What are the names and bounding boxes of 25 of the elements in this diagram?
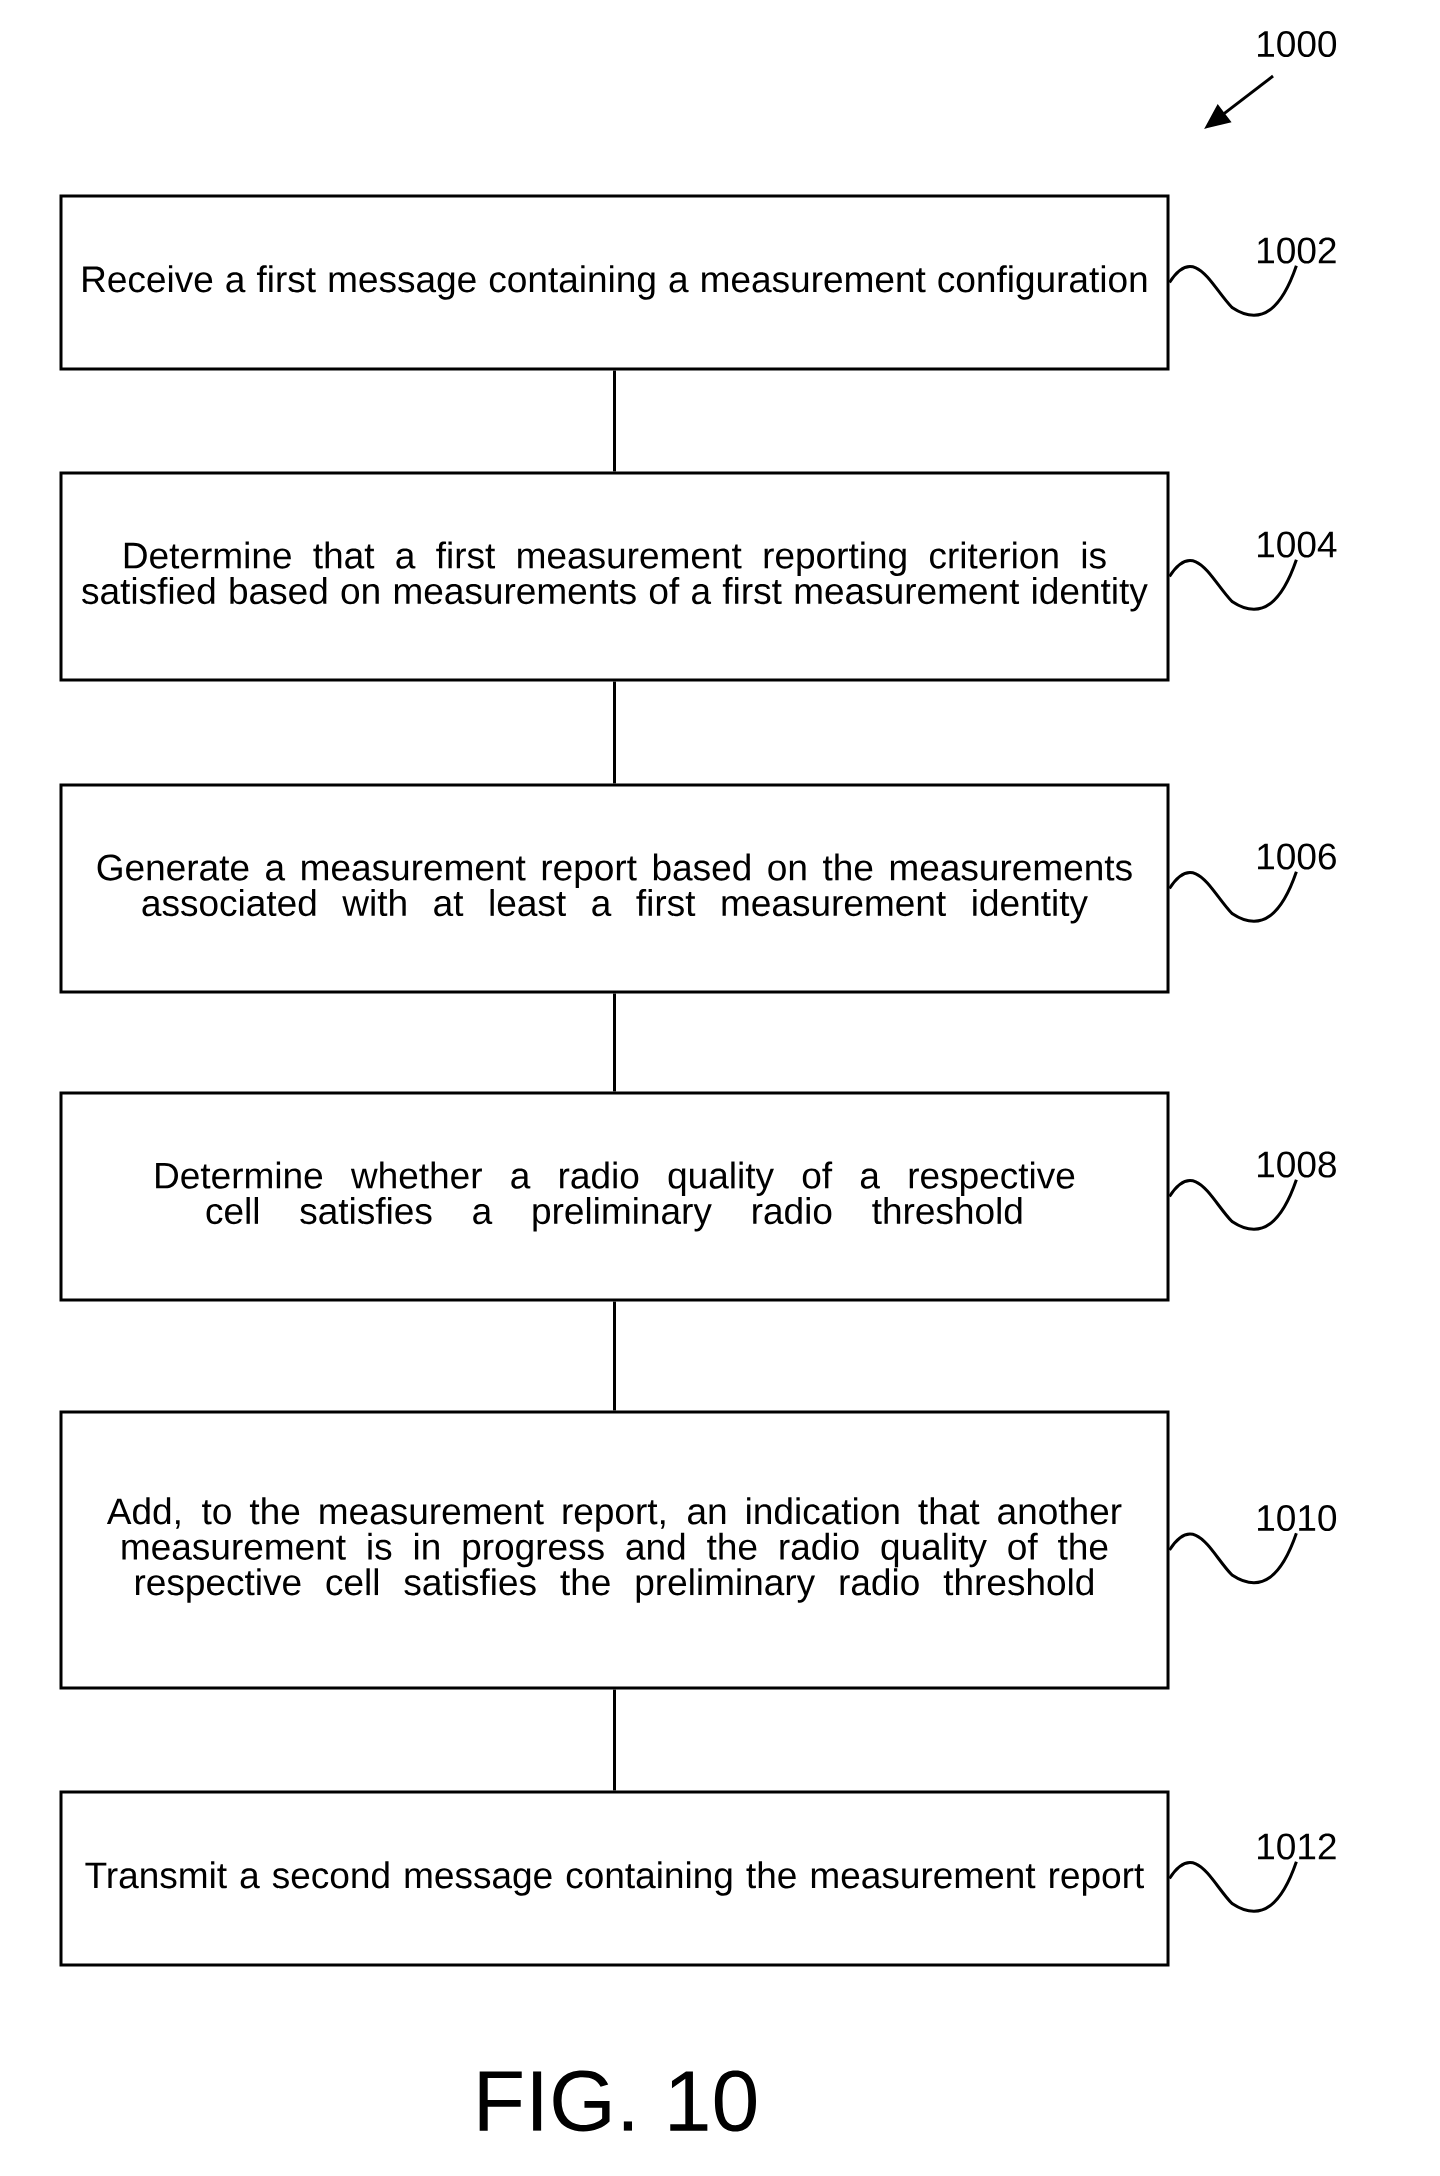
- connector-line: [613, 1689, 616, 1791]
- reference-number: 1012: [1258, 1833, 1336, 1860]
- process-box: Transmit a second message containing the measurement report: [59, 1790, 1170, 1967]
- connector-line: [613, 681, 616, 784]
- reference-number: 1010: [1258, 1504, 1337, 1532]
- process-box: Receive a first message containing a measurement configuration: [59, 194, 1170, 371]
- process-box: Generate a measurement report based on the measurements associated with at least a first measurement identity: [59, 783, 1170, 994]
- reference-number: 1004: [1258, 531, 1337, 558]
- leader-line: [1168, 265, 1298, 317]
- process-box: Add, to the measurement report, an indication that another measurement is in progress and the radio quality of the respective cell satisfies the preliminary radio threshold: [59, 1410, 1170, 1690]
- reference-number: 1006: [1258, 843, 1336, 870]
- leader-line: [1168, 1532, 1298, 1585]
- connector-line: [613, 993, 616, 1092]
- reference-number: 1002: [1258, 237, 1336, 264]
- connector-line: [613, 1301, 616, 1411]
- leader-line: [1168, 559, 1298, 611]
- connector-line: [613, 370, 616, 472]
- reference-number: 1008: [1258, 1151, 1336, 1178]
- leader-line: [1168, 871, 1298, 923]
- leader-line: [1168, 1861, 1298, 1913]
- process-box: Determine whether a radio quality of a respective cell satisfies a preliminary radio threshold: [59, 1091, 1170, 1302]
- leader-line: [1168, 1179, 1298, 1231]
- figure-caption: FIG. 10: [479, 2070, 756, 2132]
- process-box: Determine that a first measurement reporting criterion is satisfied based on measurements of a first measurement identity: [59, 471, 1170, 682]
- figure-number: 1000: [1258, 30, 1337, 58]
